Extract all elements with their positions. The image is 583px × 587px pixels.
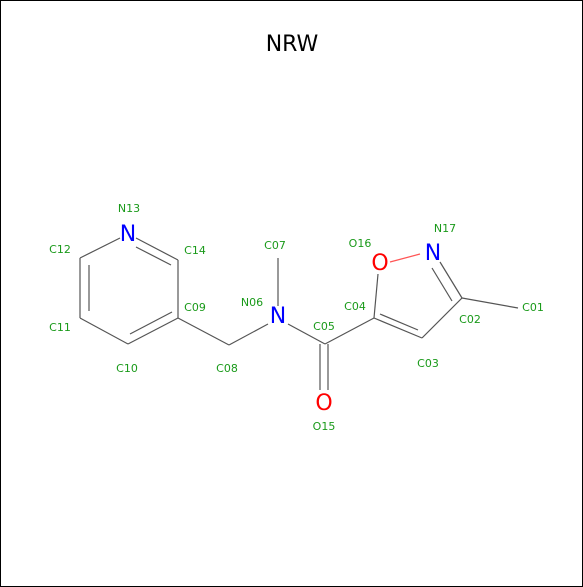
atom-label-c07: C07: [264, 239, 286, 252]
atom-label-o16: O16: [349, 237, 372, 250]
bond-c10-c09: [127, 317, 179, 345]
bond-c02-c03: [421, 297, 463, 339]
bond-c03-c04-b: [379, 313, 419, 331]
heteroatom-symbols: N N N O O: [120, 222, 441, 416]
atom-label-c10: C10: [116, 362, 138, 375]
atom-label-c09: C09: [184, 301, 206, 314]
bond-o16-n17: [389, 253, 421, 263]
bond-c05-c04: [324, 317, 375, 345]
atom-label-c05: C05: [313, 320, 335, 333]
atom-label-c14: C14: [184, 244, 206, 257]
bond-n13-c14: [135, 237, 179, 261]
atom-symbol-o16: O: [371, 251, 388, 276]
bond-n06-c05: [287, 323, 326, 345]
bond-c10-c09-inner: [129, 311, 173, 335]
atom-label-n06: N06: [241, 296, 263, 309]
atom-label-o15: O15: [313, 420, 336, 433]
bond-c11-c10: [79, 317, 129, 345]
atom-labels: N13 C12 C14 C11 C09 C10 C08 N06 C07 C05 …: [49, 202, 544, 433]
molecule-title: NRW: [266, 32, 319, 57]
bond-c09-c08: [177, 317, 230, 346]
bond-c03-c04-a: [373, 317, 423, 339]
bond-n13-c14-inner: [135, 246, 172, 266]
atom-symbol-n17: N: [425, 241, 441, 266]
bonds: [79, 237, 519, 390]
atom-label-c03: C03: [417, 357, 439, 370]
atom-label-c01: C01: [522, 301, 544, 314]
atom-label-c08: C08: [216, 362, 238, 375]
atom-label-n17: N17: [434, 222, 456, 235]
bond-c08-n06: [228, 323, 269, 346]
bond-n17-c02-b: [431, 267, 453, 302]
atom-symbol-n13: N: [120, 222, 136, 247]
atom-label-c04: C04: [344, 300, 366, 313]
bond-c04-o16: [373, 273, 379, 319]
atom-symbol-o15: O: [315, 391, 332, 416]
atom-label-c12: C12: [49, 243, 71, 256]
bond-c02-c01: [461, 297, 519, 309]
bond-n17-c02-a: [439, 261, 463, 299]
atom-label-c02: C02: [459, 313, 481, 326]
atom-symbol-n06: N: [270, 304, 286, 329]
atom-label-n13: N13: [118, 202, 140, 215]
atom-label-c11: C11: [49, 321, 71, 334]
bond-n13-c12: [79, 237, 121, 259]
